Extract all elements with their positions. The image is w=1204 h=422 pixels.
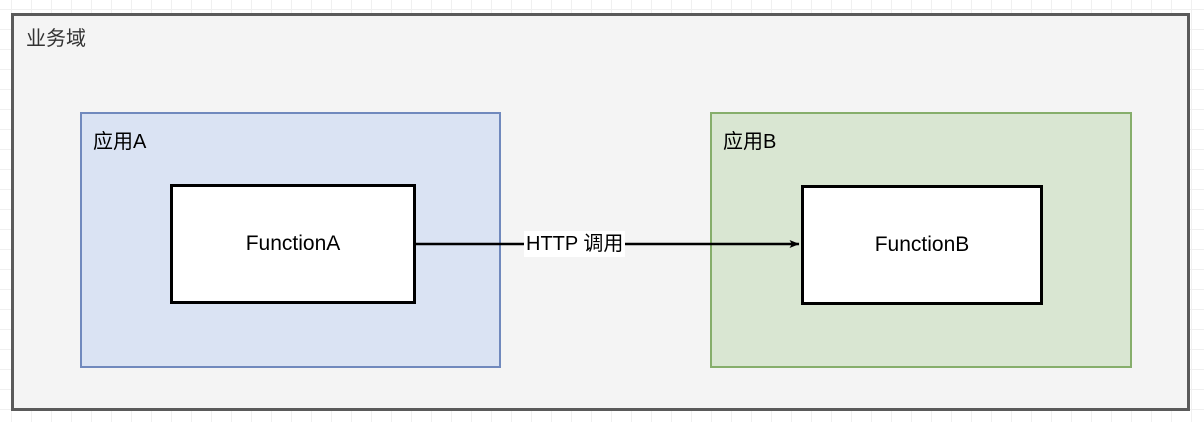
function-b-node[interactable]: FunctionB — [801, 185, 1043, 305]
application-a-label: 应用A — [93, 131, 147, 153]
application-a-group[interactable]: 应用A — [80, 112, 501, 368]
function-b-label: FunctionB — [874, 233, 970, 256]
function-a-node[interactable]: FunctionA — [170, 184, 416, 304]
function-a-label: FunctionA — [245, 232, 341, 255]
edge-http-label: HTTP 调用 — [524, 231, 626, 257]
application-b-label: 应用B — [723, 131, 777, 153]
business-domain-label: 业务域 — [26, 28, 86, 50]
